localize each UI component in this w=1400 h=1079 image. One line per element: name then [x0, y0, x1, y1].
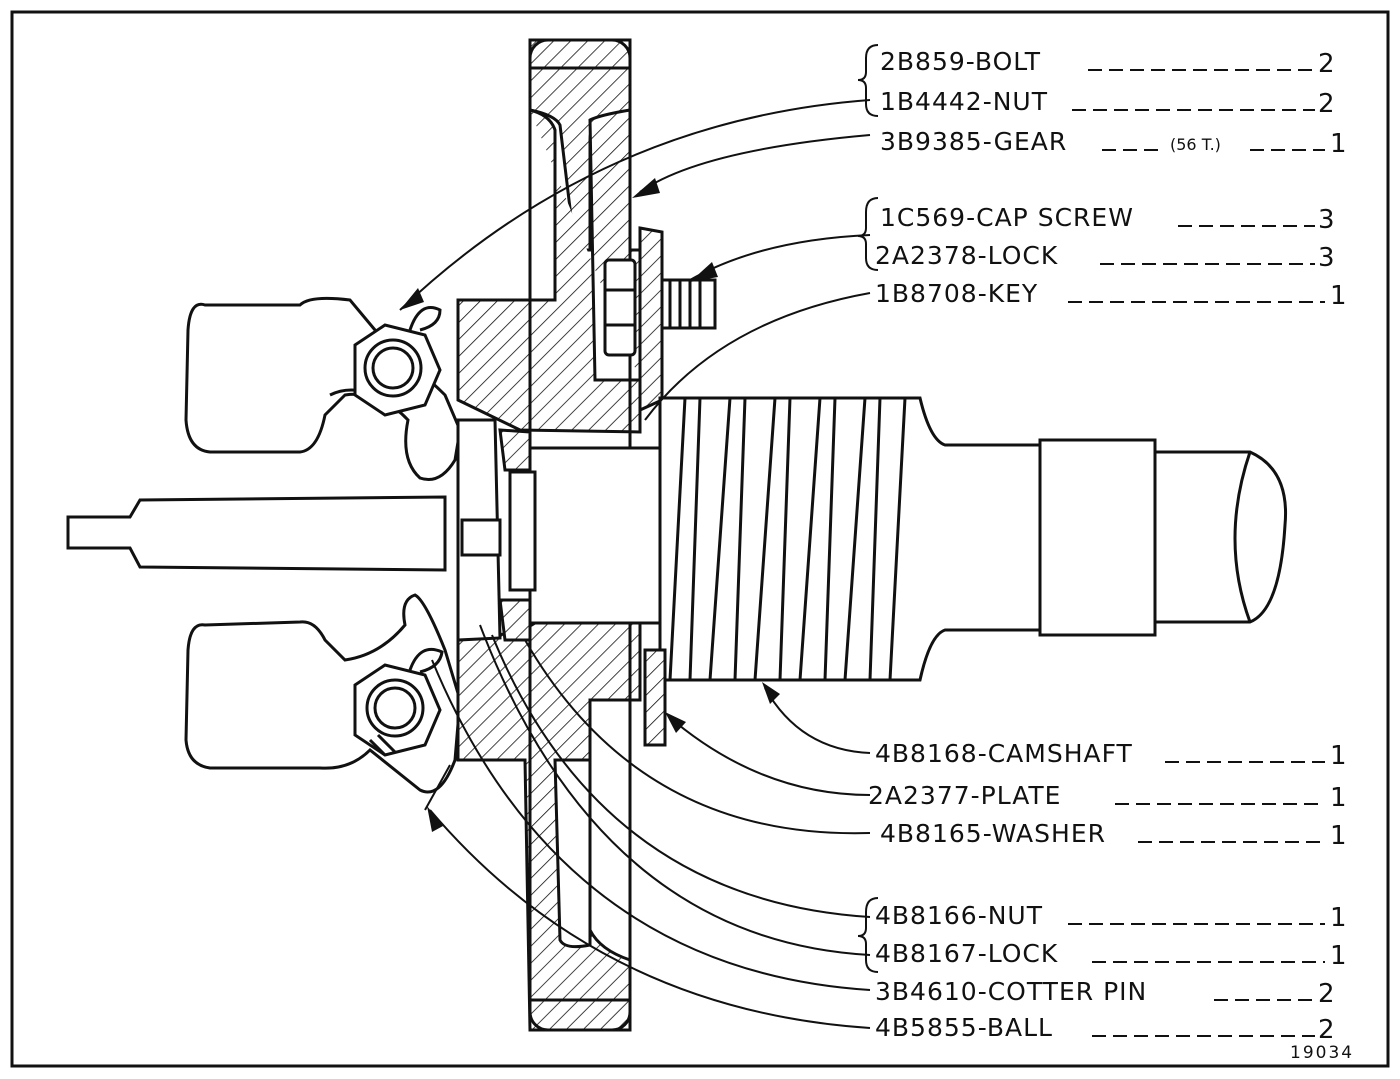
figure-number: 19034: [1290, 1043, 1354, 1063]
svg-text:1B8708-KEY: 1B8708-KEY: [875, 279, 1038, 308]
part-number: 4B8166: [875, 901, 978, 930]
gear-teeth-note: (56 T.): [1170, 135, 1221, 154]
brace-nut-lock: [857, 897, 879, 973]
svg-text:2A2377-PLATE: 2A2377-PLATE: [868, 781, 1061, 810]
part-number: 4B8167: [875, 939, 978, 968]
part-qty: 3: [1318, 205, 1335, 235]
svg-text:4B8166-NUT: 4B8166-NUT: [875, 901, 1043, 930]
svg-text:2B859-BOLT: 2B859-BOLT: [880, 47, 1041, 76]
part-qty: 3: [1318, 243, 1335, 273]
part-name: LOCK: [988, 939, 1059, 968]
part-number: 2A2377: [868, 781, 971, 810]
part-name: BOLT: [975, 47, 1041, 76]
ball-upper: [353, 306, 442, 417]
part-name: NUT: [993, 87, 1048, 116]
cap-screw: [603, 226, 717, 413]
part-qty: 2: [1318, 979, 1335, 1009]
part-qty: 2: [1318, 49, 1335, 79]
part-number: 2B859: [880, 47, 966, 76]
part-name: CAP SCREW: [976, 203, 1134, 232]
part-number: 1B8708: [875, 279, 978, 308]
part-qty: 2: [1318, 1015, 1335, 1045]
part-name: CAMSHAFT: [988, 739, 1133, 768]
part-qty: 1: [1330, 941, 1347, 971]
part-number: 4B5855: [875, 1013, 978, 1042]
plate: [643, 648, 667, 747]
part-number: 4B8168: [875, 739, 978, 768]
part-qty: 1: [1330, 821, 1347, 851]
part-name: NUT: [988, 901, 1043, 930]
part-number: 2A2378: [875, 241, 978, 270]
part-qty: 1: [1330, 903, 1347, 933]
part-number: 4B8165: [880, 819, 983, 848]
svg-text:3B4610-COTTER PIN: 3B4610-COTTER PIN: [875, 977, 1147, 1006]
part-qty: 1: [1330, 741, 1347, 771]
nut-lock-washer-stack: [456, 418, 537, 642]
camshaft: [528, 396, 1288, 682]
svg-text:3B9385-GEAR: 3B9385-GEAR: [880, 127, 1067, 156]
ball-lower: [353, 647, 444, 757]
part-name: BALL: [987, 1013, 1053, 1042]
part-qty: 1: [1330, 129, 1347, 159]
part-name: COTTER PIN: [988, 977, 1148, 1006]
brace-capscrew-lock: [857, 197, 879, 271]
part-qty: 2: [1318, 89, 1335, 119]
svg-text:4B5855-BALL: 4B5855-BALL: [875, 1013, 1053, 1042]
diagram-frame: [10, 10, 1390, 1068]
svg-text:2A2378-LOCK: 2A2378-LOCK: [875, 241, 1058, 270]
part-qty: 1: [1330, 281, 1347, 311]
svg-text:1C569-CAP SCREW: 1C569-CAP SCREW: [880, 203, 1134, 232]
svg-text:1B4442-NUT: 1B4442-NUT: [880, 87, 1048, 116]
part-number: 3B4610: [875, 977, 978, 1006]
parts-list: 2B859-BOLT 2 1B4442-NUT 2 3B9385-GEAR (5…: [857, 44, 1347, 1045]
left-shaft: [66, 495, 447, 572]
svg-text:4B8168-CAMSHAFT: 4B8168-CAMSHAFT: [875, 739, 1133, 768]
leader-lines: [399, 99, 871, 1029]
part-name: WASHER: [992, 819, 1106, 848]
brace-bolt-nut: [857, 44, 879, 117]
part-number: 3B9385: [880, 127, 983, 156]
part-name: GEAR: [994, 127, 1068, 156]
part-number: 1C569: [880, 203, 966, 232]
part-number: 1B4442: [880, 87, 983, 116]
part-name: PLATE: [981, 781, 1062, 810]
svg-text:4B8167-LOCK: 4B8167-LOCK: [875, 939, 1058, 968]
part-qty: 1: [1330, 783, 1347, 813]
part-name: LOCK: [988, 241, 1059, 270]
part-name: KEY: [988, 279, 1038, 308]
svg-text:4B8165-WASHER: 4B8165-WASHER: [880, 819, 1106, 848]
